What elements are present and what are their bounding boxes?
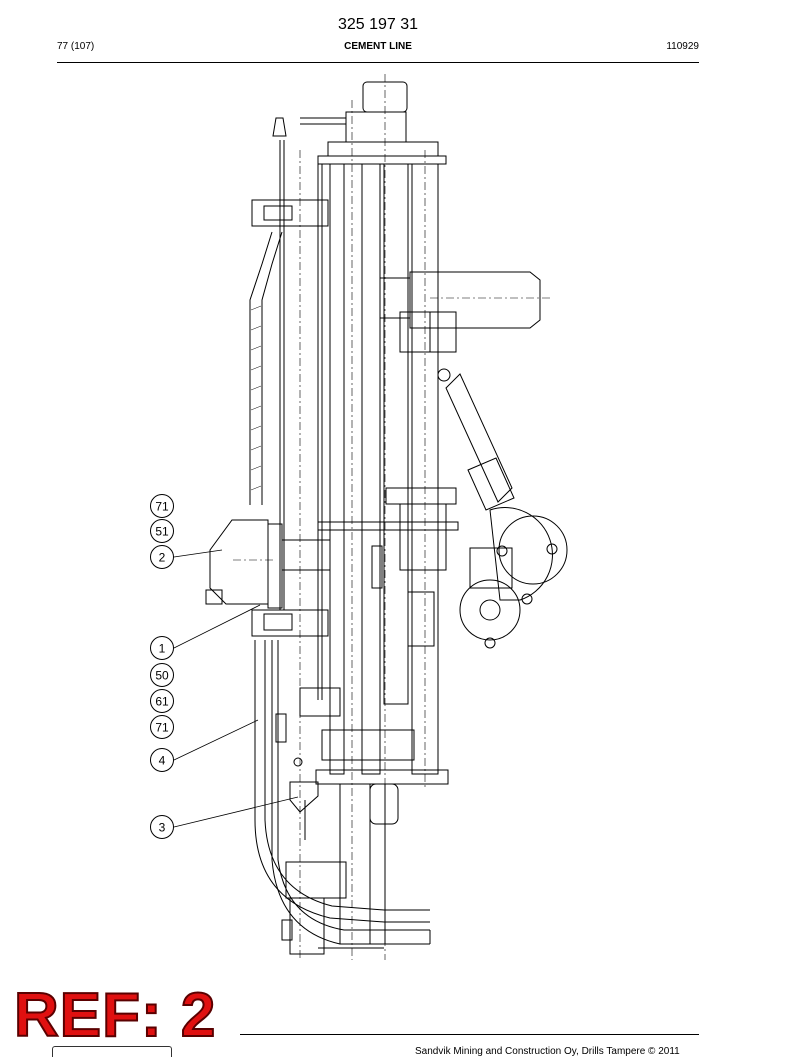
callout-label: 71 bbox=[155, 500, 169, 514]
callout-1: 1 bbox=[150, 636, 174, 660]
callout-4: 4 bbox=[150, 748, 174, 772]
callout-71-top: 71 bbox=[150, 494, 174, 518]
callout-61: 61 bbox=[150, 689, 174, 713]
footer-copyright: Sandvik Mining and Construction Oy, Dril… bbox=[415, 1046, 680, 1057]
revision-date: 110929 bbox=[666, 41, 699, 52]
footer-divider bbox=[240, 1034, 699, 1035]
callout-2: 2 bbox=[150, 545, 174, 569]
callout-label: 50 bbox=[155, 669, 169, 683]
callout-bubbles: 71 51 2 1 50 61 71 4 bbox=[150, 494, 174, 839]
callout-label: 71 bbox=[155, 721, 169, 735]
ref-stamp: REF: 2 bbox=[13, 981, 217, 1050]
callout-label: 3 bbox=[159, 821, 166, 835]
callout-label: 1 bbox=[159, 642, 166, 656]
sandvik-logo-icon bbox=[52, 1046, 172, 1057]
callout-3: 3 bbox=[150, 815, 174, 839]
header-divider bbox=[57, 62, 699, 63]
callout-50: 50 bbox=[150, 663, 174, 687]
callout-51: 51 bbox=[150, 519, 174, 543]
callout-label: 61 bbox=[155, 695, 169, 709]
page-count: 77 (107) bbox=[57, 41, 95, 52]
section-title: CEMENT LINE bbox=[344, 41, 412, 52]
callout-label: 2 bbox=[159, 551, 166, 565]
callout-71-bottom: 71 bbox=[150, 715, 174, 739]
callout-label: 51 bbox=[155, 525, 169, 539]
callout-label: 4 bbox=[159, 754, 166, 768]
document-number: 325 197 31 bbox=[337, 16, 419, 33]
